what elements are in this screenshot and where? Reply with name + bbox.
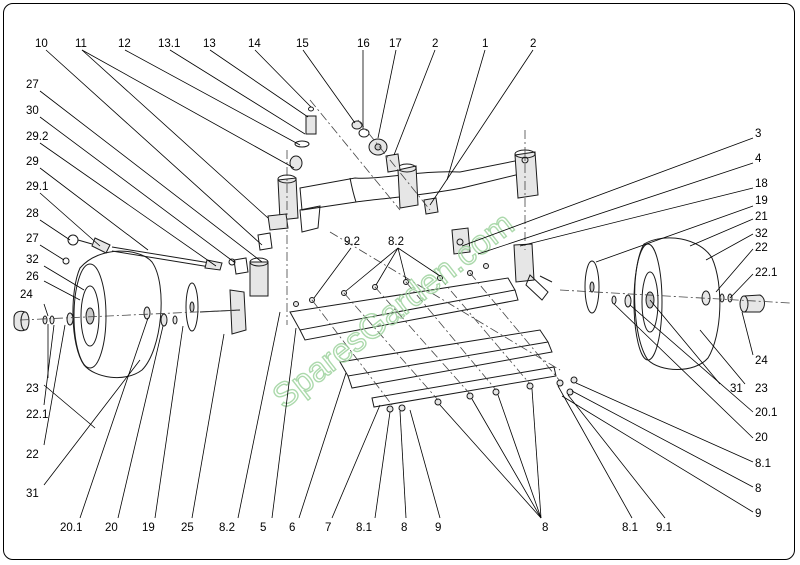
label-13-1: 13.1	[158, 38, 180, 50]
label-2b: 2	[530, 38, 536, 50]
label-22-1-right: 22.1	[755, 267, 777, 279]
label-29: 29	[26, 156, 39, 168]
label-27b: 27	[26, 233, 39, 245]
label-21: 21	[755, 211, 768, 223]
label-9-1: 9.1	[656, 522, 672, 534]
label-12: 12	[118, 38, 131, 50]
label-25: 25	[181, 522, 194, 534]
label-11: 11	[75, 38, 87, 50]
left-wheel-assembly	[13, 234, 269, 379]
label-27a: 27	[26, 79, 39, 91]
leader-lines	[39, 49, 754, 519]
label-31-right: 31	[730, 383, 743, 395]
label-20-right: 20	[755, 432, 768, 444]
label-5: 5	[260, 522, 266, 534]
label-8-1-right: 8.1	[755, 458, 771, 470]
label-31-left: 31	[26, 488, 39, 500]
axle-beam-assembly	[257, 99, 553, 325]
label-22-right: 22	[755, 242, 768, 254]
label-3: 3	[755, 128, 761, 140]
label-15: 15	[296, 38, 309, 50]
label-20-1-right: 20.1	[755, 407, 777, 419]
label-9-right: 9	[755, 508, 761, 520]
label-8-right: 8	[755, 483, 761, 495]
label-29-1: 29.1	[26, 181, 48, 193]
label-23-right: 23	[755, 383, 768, 395]
label-9-bottom: 9	[435, 522, 441, 534]
label-24-right: 24	[755, 355, 768, 367]
label-7: 7	[325, 522, 331, 534]
label-16: 16	[357, 38, 370, 50]
drawing-frame	[3, 3, 795, 560]
label-6: 6	[289, 522, 295, 534]
label-23-left: 23	[26, 383, 39, 395]
right-wheel-assembly	[559, 237, 791, 370]
label-8-2-top: 8.2	[388, 236, 404, 248]
label-4: 4	[755, 153, 762, 165]
label-20-bottom: 20	[105, 522, 118, 534]
label-29-2: 29.2	[26, 131, 48, 143]
label-32-left: 32	[26, 254, 39, 266]
label-8-bottom: 8	[401, 522, 407, 534]
label-18: 18	[755, 178, 768, 190]
label-32-right: 32	[755, 228, 768, 240]
label-28: 28	[26, 208, 39, 220]
label-24-left: 24	[20, 289, 33, 301]
label-8-1-bottom: 8.1	[356, 522, 372, 534]
label-19-right: 19	[755, 195, 768, 207]
label-8-1-bottom-right: 8.1	[622, 522, 638, 534]
label-19-bottom: 19	[142, 522, 155, 534]
label-2a: 2	[432, 38, 438, 50]
label-1: 1	[482, 38, 488, 50]
label-8-2-bottom: 8.2	[219, 522, 235, 534]
label-13: 13	[203, 38, 216, 50]
label-9-2: 9.2	[344, 236, 360, 248]
label-22-left: 22	[26, 449, 39, 461]
part-number-labels: 10 11 12 13.1 13 14 15 16 17 2 1 2 27 30…	[20, 38, 777, 534]
label-8-center-bottom: 8	[542, 522, 548, 534]
label-20-1-bottom: 20.1	[60, 522, 82, 534]
label-22-1-left: 22.1	[26, 409, 48, 421]
label-26: 26	[26, 271, 39, 283]
label-10: 10	[35, 38, 48, 50]
label-14: 14	[248, 38, 261, 50]
label-30: 30	[26, 105, 39, 117]
scraper-blades	[289, 231, 578, 413]
label-17: 17	[389, 38, 402, 50]
